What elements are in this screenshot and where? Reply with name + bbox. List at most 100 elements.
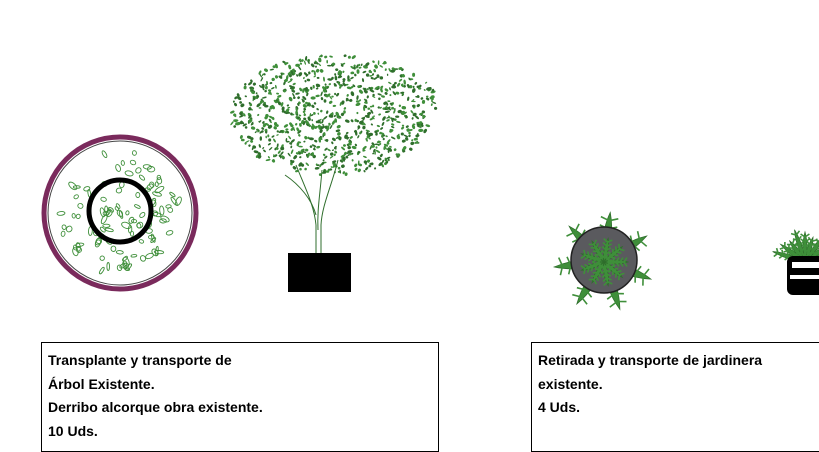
leaf <box>367 107 370 110</box>
leaf <box>411 88 416 94</box>
leaf <box>386 119 390 122</box>
leaf <box>277 130 280 132</box>
leaf <box>256 92 258 94</box>
leaf <box>401 132 404 135</box>
leaf <box>316 146 320 149</box>
leaf-outline <box>65 225 73 233</box>
leaf <box>241 139 245 142</box>
leaf-outline <box>62 224 67 229</box>
leaf <box>328 100 333 104</box>
leaf <box>362 78 365 82</box>
planter-elevation-band <box>790 275 819 279</box>
leaf <box>287 80 292 84</box>
leaf-outline <box>139 211 146 218</box>
leaf <box>333 115 336 118</box>
leaf <box>326 110 329 114</box>
leaf-outline <box>100 197 107 202</box>
leaf-outline <box>73 194 79 200</box>
leaf <box>334 73 336 76</box>
leaf-outline <box>128 225 132 233</box>
leaf <box>353 163 357 168</box>
leaf <box>342 70 345 73</box>
leaf <box>317 112 319 115</box>
leaf <box>269 68 274 70</box>
leaf <box>297 96 301 100</box>
leaf <box>265 136 267 139</box>
tree-description-line: Transplante y transporte de <box>48 349 432 373</box>
leaf <box>363 155 367 158</box>
leaf-outline <box>136 192 140 197</box>
leaf-outline <box>131 254 137 257</box>
leaf <box>317 77 320 79</box>
leaf <box>328 83 331 86</box>
leaf <box>357 168 362 173</box>
leaf <box>335 68 339 71</box>
leaf <box>358 89 364 95</box>
leaf <box>244 83 248 87</box>
leaf <box>349 136 353 140</box>
leaf <box>385 110 390 113</box>
leaf <box>385 135 388 137</box>
leaf <box>342 78 346 82</box>
leaf <box>374 167 377 170</box>
leaf <box>298 146 303 148</box>
leaf <box>336 124 341 129</box>
leaf <box>248 144 251 147</box>
leaf <box>286 104 289 107</box>
leaf <box>285 128 289 131</box>
leaf <box>393 148 397 152</box>
leaf <box>315 94 320 97</box>
leaf-outline <box>61 231 66 237</box>
leaf <box>411 139 414 142</box>
leaf <box>393 109 396 114</box>
leaf <box>268 89 272 92</box>
leaf-outline <box>159 206 164 216</box>
leaf <box>350 76 354 79</box>
leaf <box>330 166 333 168</box>
planter-plan-symbol <box>554 212 651 309</box>
leaf-outline <box>170 196 178 206</box>
leaf <box>271 87 275 90</box>
leaf <box>245 140 250 144</box>
leaf <box>329 152 334 156</box>
planter-description-box: Retirada y transporte de jardinera exist… <box>531 342 819 452</box>
leaf <box>243 85 246 89</box>
leaf <box>252 82 256 86</box>
leaf <box>395 115 399 118</box>
leaf-outline <box>169 192 176 198</box>
leaf <box>287 152 291 157</box>
leaf <box>276 92 279 94</box>
leaf <box>338 167 341 170</box>
leaf <box>303 141 305 143</box>
leaf <box>267 142 271 145</box>
leaf <box>320 109 323 112</box>
leaf <box>380 127 384 131</box>
tree-description-line: Derribo alcorque obra existente. <box>48 396 432 420</box>
planter-description-line: existente. <box>538 373 819 397</box>
leaf <box>355 102 361 107</box>
leaf <box>297 71 303 77</box>
leaf-outline <box>101 150 108 158</box>
tree-quantity: 10 Uds. <box>48 420 432 444</box>
leaf <box>391 123 395 126</box>
leaf <box>425 97 430 101</box>
leaf <box>313 75 316 78</box>
leaf <box>327 148 331 151</box>
tree-description-line: Árbol Existente. <box>48 373 432 397</box>
leaf <box>304 135 308 140</box>
leaf <box>377 93 382 96</box>
leaf <box>356 112 359 115</box>
leaf-outline <box>138 174 145 181</box>
leaf <box>378 60 380 65</box>
leaf <box>305 148 309 151</box>
leaf-outline <box>139 239 144 244</box>
leaf <box>326 60 328 64</box>
leaf <box>381 121 385 126</box>
leaf <box>334 93 337 96</box>
leaf <box>391 126 395 129</box>
leaf <box>230 121 234 126</box>
leaf <box>265 86 268 90</box>
leaf <box>299 168 302 171</box>
leaf-outline <box>103 224 110 227</box>
leaf <box>315 65 317 68</box>
